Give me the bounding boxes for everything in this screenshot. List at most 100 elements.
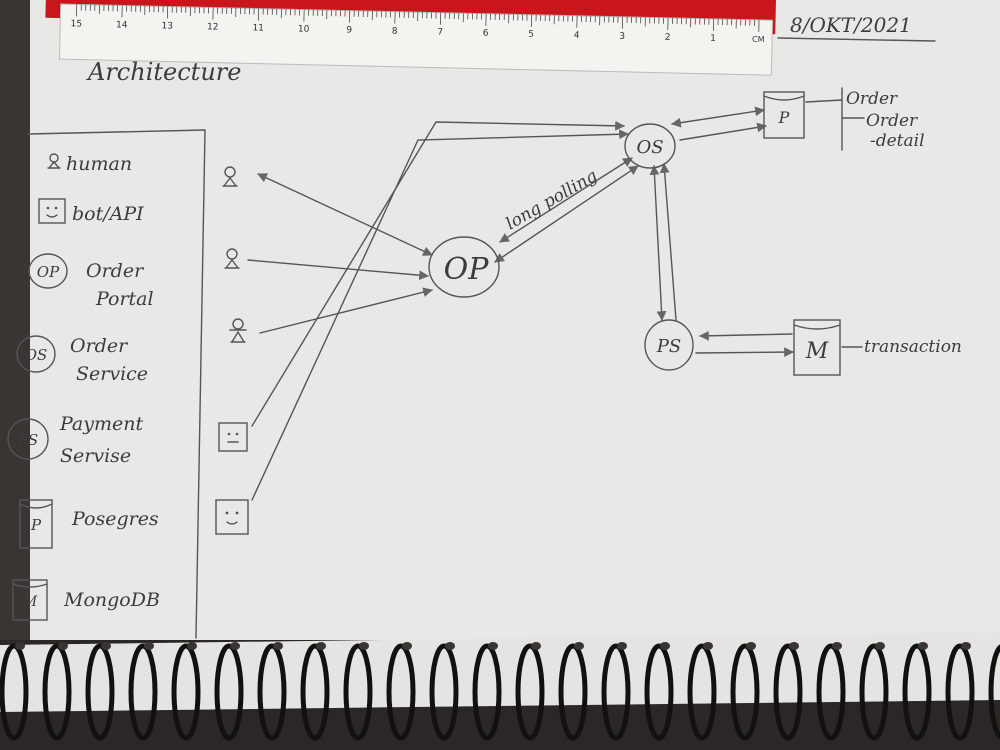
person-icon bbox=[222, 166, 238, 187]
svg-text:M: M bbox=[805, 339, 829, 364]
svg-text:OP: OP bbox=[444, 252, 490, 287]
punch-hole bbox=[746, 642, 756, 650]
actor-human-2 bbox=[224, 248, 240, 269]
spiral-ring bbox=[214, 643, 244, 741]
person-icon bbox=[47, 153, 61, 169]
svg-text:Order: Order bbox=[70, 335, 129, 357]
svg-text:Payment: Payment bbox=[59, 413, 143, 435]
svg-text:P: P bbox=[778, 108, 790, 127]
page-title: Architecture bbox=[86, 58, 241, 86]
punch-hole bbox=[789, 642, 799, 650]
punch-hole bbox=[187, 642, 197, 650]
punch-hole bbox=[574, 642, 584, 650]
paper-page bbox=[0, 0, 1000, 640]
punch-hole bbox=[617, 642, 627, 650]
punch-hole bbox=[144, 642, 154, 650]
circle-node-icon bbox=[16, 335, 56, 373]
edge-os-ps-a bbox=[649, 165, 667, 321]
node-postgres: P bbox=[763, 91, 805, 139]
ruler-number: 1 bbox=[710, 34, 716, 44]
punch-hole bbox=[402, 642, 412, 650]
database-icon bbox=[12, 579, 48, 621]
spiral-ring bbox=[128, 643, 158, 741]
edge-ps-mongo bbox=[695, 347, 794, 357]
postgres-table-order-detail: Order bbox=[866, 111, 918, 131]
spiral-ring bbox=[429, 643, 459, 741]
actor-human-3 bbox=[229, 318, 247, 343]
svg-text:OP: OP bbox=[37, 263, 60, 281]
ruler-number: 12 bbox=[207, 22, 219, 32]
svg-text:OS: OS bbox=[636, 137, 663, 158]
spiral-ring bbox=[472, 643, 502, 741]
edge-os-postgres-a bbox=[671, 106, 765, 128]
spiral-ring bbox=[816, 643, 846, 741]
svg-text:Servise: Servise bbox=[60, 445, 131, 467]
spiral-ring bbox=[601, 643, 631, 741]
spiral-ring bbox=[730, 643, 760, 741]
legend-item-human: human bbox=[47, 153, 132, 175]
punch-hole bbox=[230, 642, 240, 650]
edges bbox=[247, 106, 794, 501]
ruler-number: 14 bbox=[116, 20, 128, 30]
edge-human2-op bbox=[247, 259, 429, 281]
spiral-ring bbox=[945, 643, 975, 741]
node-order-portal: OP bbox=[428, 236, 500, 298]
ruler-number: 8 bbox=[392, 27, 398, 37]
svg-text:P: P bbox=[30, 516, 42, 534]
ruler-number: 13 bbox=[161, 21, 173, 31]
punch-hole bbox=[875, 642, 885, 650]
svg-text:PS: PS bbox=[656, 336, 681, 357]
legend-label-order: Order bbox=[86, 260, 145, 282]
person-icon bbox=[229, 318, 247, 343]
spiral-ring bbox=[515, 643, 545, 741]
spiral-ring bbox=[0, 643, 29, 741]
spiral-ring bbox=[386, 643, 416, 741]
ruler-number: 6 bbox=[483, 29, 489, 39]
ruler-number: 4 bbox=[574, 31, 580, 41]
spiral-ring bbox=[85, 643, 115, 741]
legend-item-postgres: P Posegres bbox=[19, 499, 159, 549]
spiral-ring bbox=[988, 644, 1000, 740]
spiral-ring bbox=[773, 643, 803, 741]
punch-hole bbox=[488, 642, 498, 650]
ruler-number: 2 bbox=[665, 33, 671, 43]
actor-bot-1 bbox=[218, 422, 248, 452]
punch-hole bbox=[961, 642, 971, 650]
spiral-ring bbox=[558, 643, 588, 741]
robot-face-icon bbox=[218, 422, 248, 452]
punch-hole bbox=[703, 642, 713, 650]
spiral-ring bbox=[42, 643, 72, 741]
legend-item-order-portal: OP Order Portal bbox=[28, 253, 154, 310]
punch-hole bbox=[531, 642, 541, 650]
svg-text:OS: OS bbox=[25, 346, 48, 364]
punch-hole bbox=[832, 642, 842, 650]
ruler-number: 3 bbox=[619, 32, 625, 42]
node-mongodb: M bbox=[793, 319, 841, 376]
ruler-number: 15 bbox=[70, 19, 82, 29]
actor-bot-2 bbox=[215, 499, 249, 535]
robot-face-icon bbox=[215, 499, 249, 535]
legend-item-order-service: OS Order Service bbox=[16, 335, 148, 385]
database-icon bbox=[19, 499, 53, 549]
punch-hole bbox=[101, 642, 111, 650]
punch-hole bbox=[918, 642, 928, 650]
legend-item-bot: bot/API bbox=[38, 198, 144, 225]
edge-os-ps-b bbox=[659, 163, 677, 321]
robot-face-icon bbox=[38, 198, 66, 224]
svg-text:PS: PS bbox=[17, 431, 38, 449]
spiral-ring bbox=[171, 643, 201, 741]
edge-mongo-ps bbox=[699, 330, 793, 341]
node-order-service: OS bbox=[624, 123, 676, 169]
punch-hole bbox=[660, 642, 670, 650]
circle-node-icon bbox=[7, 418, 49, 460]
punch-hole bbox=[15, 642, 25, 650]
ruler-number: 10 bbox=[298, 24, 310, 34]
svg-text:Service: Service bbox=[76, 363, 148, 385]
edge-bot2-os bbox=[251, 129, 629, 501]
legend-item-mongodb: M MongoDB bbox=[12, 579, 160, 621]
punch-hole bbox=[445, 642, 455, 650]
date-label: 8/OKT/2021 bbox=[790, 13, 912, 37]
spiral-binding bbox=[0, 642, 1000, 741]
